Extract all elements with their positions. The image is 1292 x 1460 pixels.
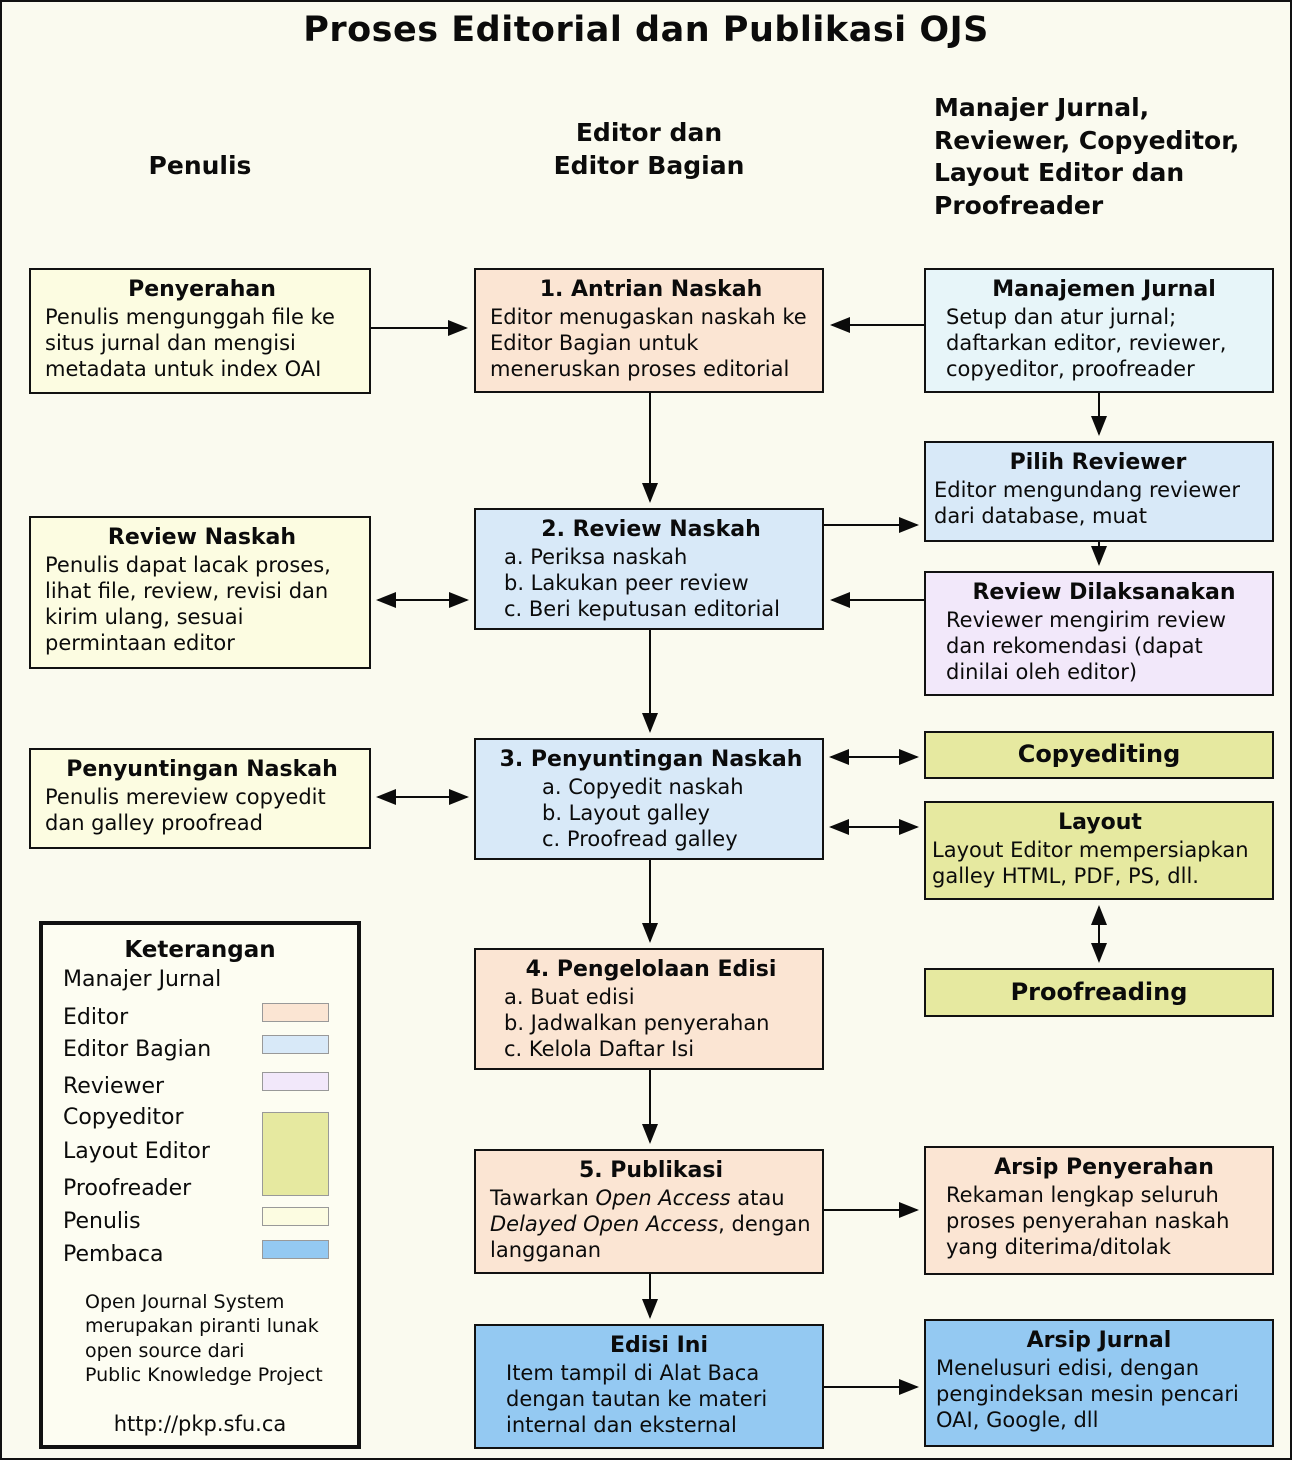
list-item: c. Beri keputusan editorial: [504, 597, 781, 622]
legend-label-editor: Editor: [63, 1005, 129, 1030]
box-penyuntingan-naskah: 3. Penyuntingan Naskah a. Copyedit naska…: [474, 738, 824, 860]
box-review-naskah: 2. Review Naskah a. Periksa naskah b. La…: [474, 508, 824, 630]
legend-swatch-penulis: [262, 1207, 329, 1226]
legend-label-penulis: Penulis: [63, 1209, 141, 1234]
legend-label-editor-bagian: Editor Bagian: [63, 1037, 212, 1062]
box-body: Setup dan atur jurnal; daftarkan editor,…: [946, 305, 1227, 382]
legend-label-reviewer: Reviewer: [63, 1074, 165, 1099]
box-penyuntingan-naskah-penulis: Penyuntingan Naskah Penulis mereview cop…: [29, 748, 371, 849]
column-header-penulis: Penulis: [148, 151, 252, 180]
list-item: b. Lakukan peer review: [504, 571, 749, 596]
legend-swatch-copy-layout-proof: [262, 1112, 329, 1196]
box-title: Manajemen Jurnal: [992, 277, 1216, 302]
box-body: Reviewer mengirim review dan rekomendasi…: [946, 608, 1227, 685]
list-item: a. Copyedit naskah: [542, 775, 744, 800]
box-proofreading: Proofreading: [924, 968, 1274, 1017]
box-review-dilaksanakan: Review Dilaksanakan Reviewer mengirim re…: [924, 571, 1274, 696]
box-manajemen-jurnal: Manajemen Jurnal Setup dan atur jurnal; …: [924, 268, 1274, 393]
legend-swatch-editor-bagian: [262, 1035, 329, 1054]
list-item: b. Jadwalkan penyerahan: [504, 1011, 770, 1036]
box-title: Copyediting: [1017, 740, 1181, 769]
box-title: 2. Review Naskah: [541, 517, 761, 542]
list-item: c. Kelola Daftar Isi: [504, 1037, 695, 1062]
box-title: Pilih Reviewer: [1009, 450, 1187, 475]
box-antrian-naskah: 1. Antrian Naskah Editor menugaskan nask…: [474, 268, 824, 393]
legend-label-layout-editor: Layout Editor: [63, 1139, 210, 1164]
box-title: Review Naskah: [107, 525, 297, 550]
box-title: Penyerahan: [128, 277, 276, 302]
legend-title: Keterangan: [124, 937, 276, 963]
diagram-title: Proses Editorial dan Publikasi OJS: [303, 10, 989, 50]
box-edisi-ini: Edisi Ini Item tampil di Alat Baca denga…: [474, 1324, 824, 1449]
box-title: 1. Antrian Naskah: [539, 277, 763, 302]
column-header-roles: Manajer Jurnal, Reviewer, Copyeditor, La…: [934, 93, 1240, 220]
list-item: a. Buat edisi: [504, 985, 635, 1010]
box-title: 5. Publikasi: [578, 1158, 724, 1183]
legend-url: http://pkp.sfu.ca: [113, 1412, 287, 1436]
list-item: a. Periksa naskah: [504, 545, 688, 570]
box-title: Proofreading: [1010, 977, 1188, 1006]
box-body: Penulis mengunggah file ke situs jurnal …: [45, 305, 335, 382]
box-title: Arsip Penyerahan: [994, 1155, 1214, 1180]
box-body: Editor menugaskan naskah ke Editor Bagia…: [490, 305, 807, 382]
legend-swatch-pembaca: [262, 1240, 329, 1259]
box-publikasi: 5. Publikasi Tawarkan Open Access atau D…: [474, 1149, 824, 1274]
list-item: b. Layout galley: [542, 801, 710, 826]
box-title: Review Dilaksanakan: [972, 580, 1236, 605]
box-title: Arsip Jurnal: [1026, 1328, 1172, 1353]
box-review-naskah-penulis: Review Naskah Penulis dapat lacak proses…: [29, 516, 371, 669]
box-title: Penyuntingan Naskah: [66, 757, 338, 782]
box-layout: Layout Layout Editor mempersiapkan galle…: [924, 801, 1274, 900]
legend-swatch-editor: [262, 1003, 329, 1022]
box-body: Layout Editor mempersiapkan galley HTML,…: [932, 838, 1249, 889]
box-title: 4. Pengelolaan Edisi: [525, 957, 777, 982]
legend-box: Keterangan Manajer Jurnal Editor Editor …: [39, 921, 361, 1449]
legend-label-manajer-jurnal: Manajer Jurnal: [63, 967, 222, 992]
box-body: Menelusuri edisi, dengan pengindeksan me…: [936, 1356, 1239, 1433]
box-body: Editor mengundang reviewer dari database…: [934, 478, 1240, 529]
box-penyerahan: Penyerahan Penulis mengunggah file ke si…: [29, 268, 371, 394]
legend-label-proofreader: Proofreader: [63, 1176, 192, 1201]
box-body: Penulis dapat lacak proses, lihat file, …: [45, 553, 331, 656]
box-pilih-reviewer: Pilih Reviewer Editor mengundang reviewe…: [924, 441, 1274, 542]
box-body: Tawarkan Open Access atau Delayed Open A…: [490, 1186, 811, 1263]
box-body: Rekaman lengkap seluruh proses penyeraha…: [946, 1183, 1230, 1260]
list-item: c. Proofread galley: [542, 827, 738, 852]
box-arsip-jurnal: Arsip Jurnal Menelusuri edisi, dengan pe…: [924, 1319, 1274, 1447]
legend-label-copyeditor: Copyeditor: [63, 1105, 184, 1130]
box-copyediting: Copyediting: [924, 731, 1274, 779]
legend-label-pembaca: Pembaca: [63, 1242, 164, 1267]
box-title: 3. Penyuntingan Naskah: [499, 747, 803, 772]
box-title: Edisi Ini: [609, 1333, 708, 1358]
box-title: Layout: [1058, 810, 1142, 835]
legend-footer: Open Journal System merupakan piranti lu…: [85, 1291, 323, 1386]
box-body: Item tampil di Alat Baca dengan tautan k…: [506, 1361, 768, 1438]
legend-swatch-reviewer: [262, 1072, 329, 1091]
box-arsip-penyerahan: Arsip Penyerahan Rekaman lengkap seluruh…: [924, 1146, 1274, 1275]
box-body: Penulis mereview copyedit dan galley pro…: [45, 785, 326, 836]
column-header-editor: Editor dan Editor Bagian: [553, 118, 745, 180]
box-pengelolaan-edisi: 4. Pengelolaan Edisi a. Buat edisi b. Ja…: [474, 948, 824, 1070]
